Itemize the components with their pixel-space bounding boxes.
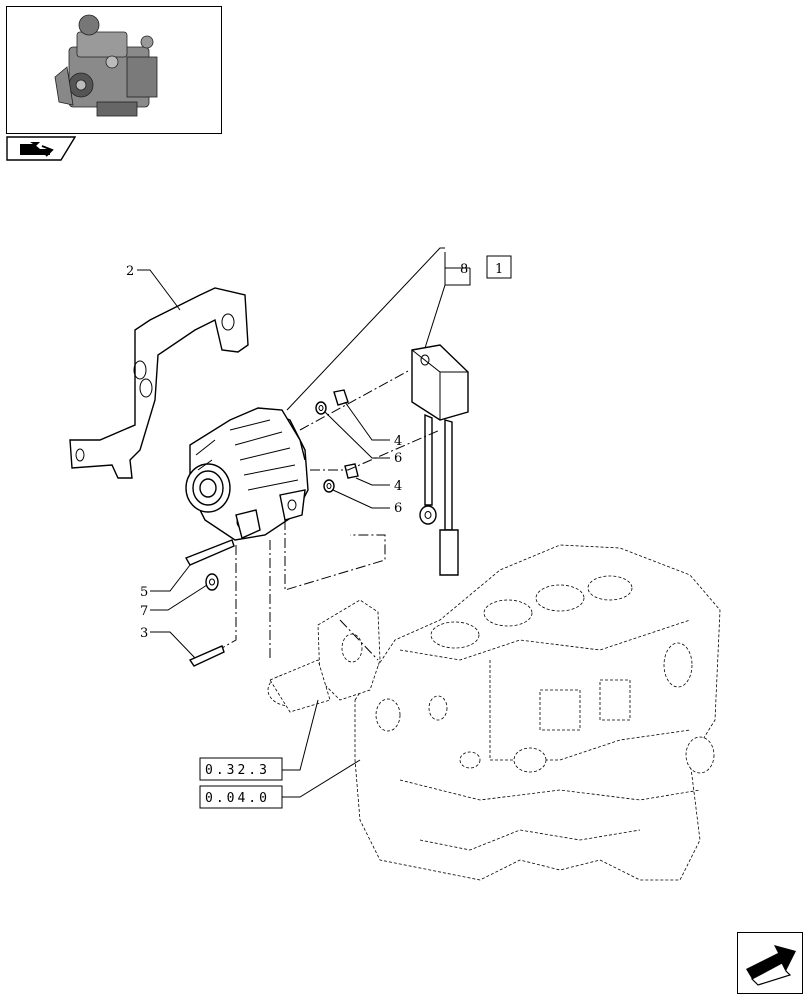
nut-lower xyxy=(344,463,359,479)
callout-6-upper: 6 xyxy=(394,451,402,466)
washer-bolt xyxy=(205,573,219,591)
nav-tab[interactable] xyxy=(6,136,77,162)
callout-7: 7 xyxy=(140,604,148,619)
water-pump-ref-box xyxy=(199,757,283,781)
engine-thumbnail-icon xyxy=(54,14,158,117)
engine-thumbnail xyxy=(6,6,222,134)
alternator-part xyxy=(185,407,309,541)
engine-block xyxy=(354,544,721,881)
ref-water-pump: 0.32.3 xyxy=(205,763,270,778)
callout-6-lower: 6 xyxy=(394,501,402,516)
hardware xyxy=(184,389,359,667)
callout-2: 2 xyxy=(126,264,134,279)
reference-boxes xyxy=(199,255,512,809)
callout-4-lower: 4 xyxy=(394,479,402,494)
next-page-arrow-icon xyxy=(746,945,796,986)
callout-3: 3 xyxy=(140,626,148,641)
washer-lower xyxy=(323,479,335,493)
assembly-lines xyxy=(221,369,441,661)
tractor-nav-icon xyxy=(6,136,77,161)
nut-upper xyxy=(333,389,349,406)
bracket-part xyxy=(69,287,249,479)
regulator-part xyxy=(411,344,469,576)
engine-block-ref-box xyxy=(199,785,283,809)
callout-8: 8 xyxy=(460,262,468,277)
bolt-long xyxy=(184,539,235,566)
next-page-button[interactable] xyxy=(737,932,803,994)
callout-1: 1 xyxy=(495,262,503,277)
callout-5: 5 xyxy=(140,585,148,600)
water-pump-housing xyxy=(267,599,381,713)
callout-4-upper: 4 xyxy=(394,434,402,449)
leader-lines xyxy=(137,247,471,798)
regulator-ref-box xyxy=(486,255,512,279)
bolt-short xyxy=(188,645,225,667)
callout-labels: 2 8 1 4 6 4 6 5 7 3 0.32.3 0.04.0 xyxy=(126,262,503,806)
washer-upper xyxy=(315,401,327,415)
ref-engine-block: 0.04.0 xyxy=(205,791,270,806)
